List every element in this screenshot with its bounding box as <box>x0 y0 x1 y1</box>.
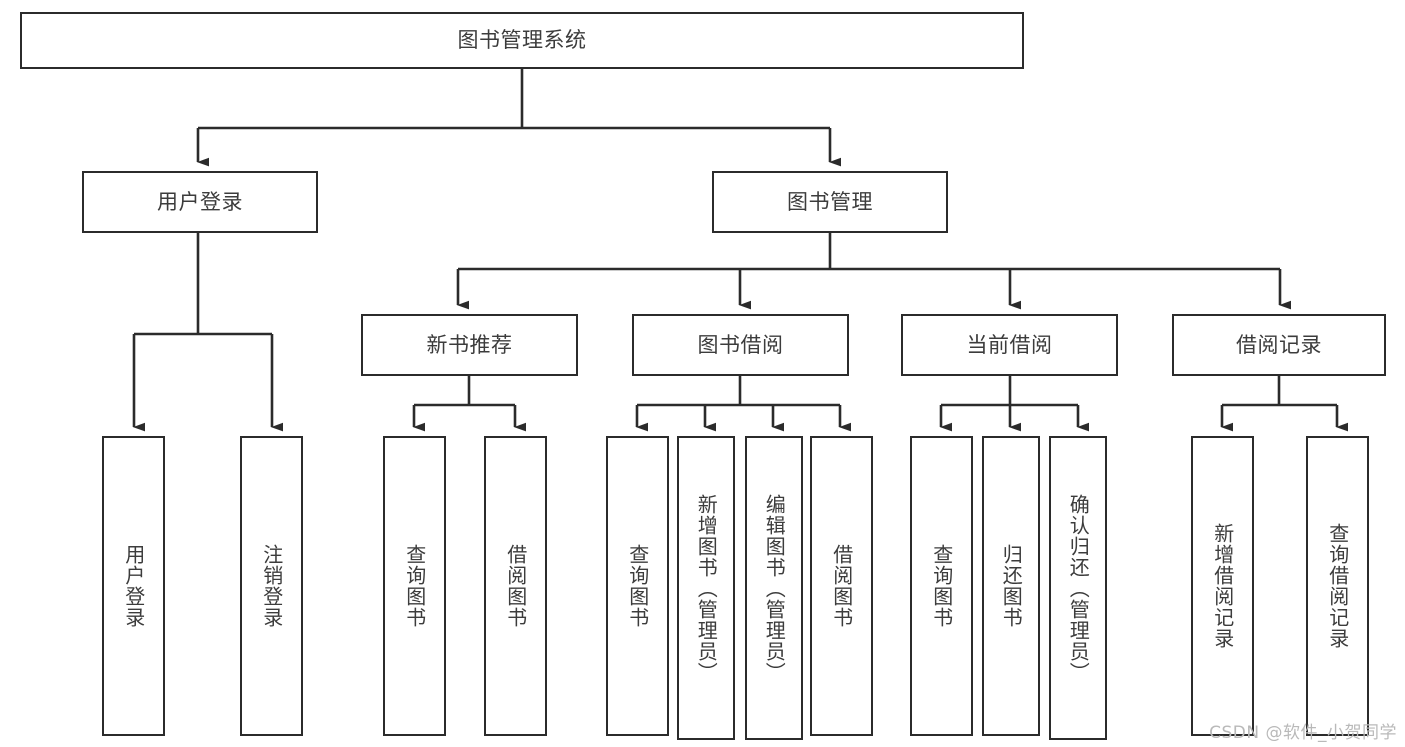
leaf-newbook-borrow-book[interactable]: 借阅图书 <box>484 436 547 736</box>
leaf-current-return-book[interactable]: 归还图书 <box>982 436 1040 736</box>
node-label: 确认归还（管理员） <box>1066 493 1091 683</box>
node-label: 新增图书（管理员） <box>694 493 719 683</box>
leaf-borrow-borrow-book[interactable]: 借阅图书 <box>810 436 873 736</box>
node-label: 查询借阅记录 <box>1325 523 1350 649</box>
leaf-current-confirm-return-admin[interactable]: 确认归还（管理员） <box>1049 436 1107 740</box>
node-label: 借阅图书 <box>503 544 528 628</box>
node-label: 新书推荐 <box>426 332 513 357</box>
node-label: 查询图书 <box>625 544 650 628</box>
node-user-login[interactable]: 用户登录 <box>82 171 318 233</box>
leaf-newbook-query-book[interactable]: 查询图书 <box>383 436 446 736</box>
node-label: 借阅图书 <box>829 544 854 628</box>
node-label: 查询图书 <box>402 544 427 628</box>
node-label: 图书借阅 <box>697 332 784 357</box>
node-label: 图书管理 <box>787 189 873 214</box>
node-borrow-record[interactable]: 借阅记录 <box>1172 314 1386 376</box>
node-label: 注销登录 <box>259 544 284 628</box>
leaf-user-login[interactable]: 用户登录 <box>102 436 165 736</box>
watermark: CSDN @软件_小贺同学 <box>1209 723 1397 743</box>
node-new-book-recommend[interactable]: 新书推荐 <box>361 314 578 376</box>
node-label: 用户登录 <box>121 544 146 628</box>
node-label: 用户登录 <box>157 189 243 214</box>
node-root-system[interactable]: 图书管理系统 <box>20 12 1024 69</box>
node-label: 查询图书 <box>929 544 954 628</box>
leaf-record-query-record[interactable]: 查询借阅记录 <box>1306 436 1369 736</box>
leaf-record-add-record[interactable]: 新增借阅记录 <box>1191 436 1254 736</box>
node-label: 当前借阅 <box>966 332 1053 357</box>
node-book-management[interactable]: 图书管理 <box>712 171 948 233</box>
node-label: 归还图书 <box>999 544 1024 628</box>
node-current-borrow[interactable]: 当前借阅 <box>901 314 1118 376</box>
node-label: 编辑图书（管理员） <box>762 493 787 683</box>
node-label: 图书管理系统 <box>457 28 587 53</box>
leaf-borrow-edit-book-admin[interactable]: 编辑图书（管理员） <box>745 436 803 740</box>
leaf-borrow-add-book-admin[interactable]: 新增图书（管理员） <box>677 436 735 740</box>
leaf-current-query-book[interactable]: 查询图书 <box>910 436 973 736</box>
leaf-borrow-query-book[interactable]: 查询图书 <box>606 436 669 736</box>
node-label: 借阅记录 <box>1236 332 1322 357</box>
node-book-borrow[interactable]: 图书借阅 <box>632 314 849 376</box>
node-label: 新增借阅记录 <box>1210 523 1235 649</box>
leaf-user-logout[interactable]: 注销登录 <box>240 436 303 736</box>
